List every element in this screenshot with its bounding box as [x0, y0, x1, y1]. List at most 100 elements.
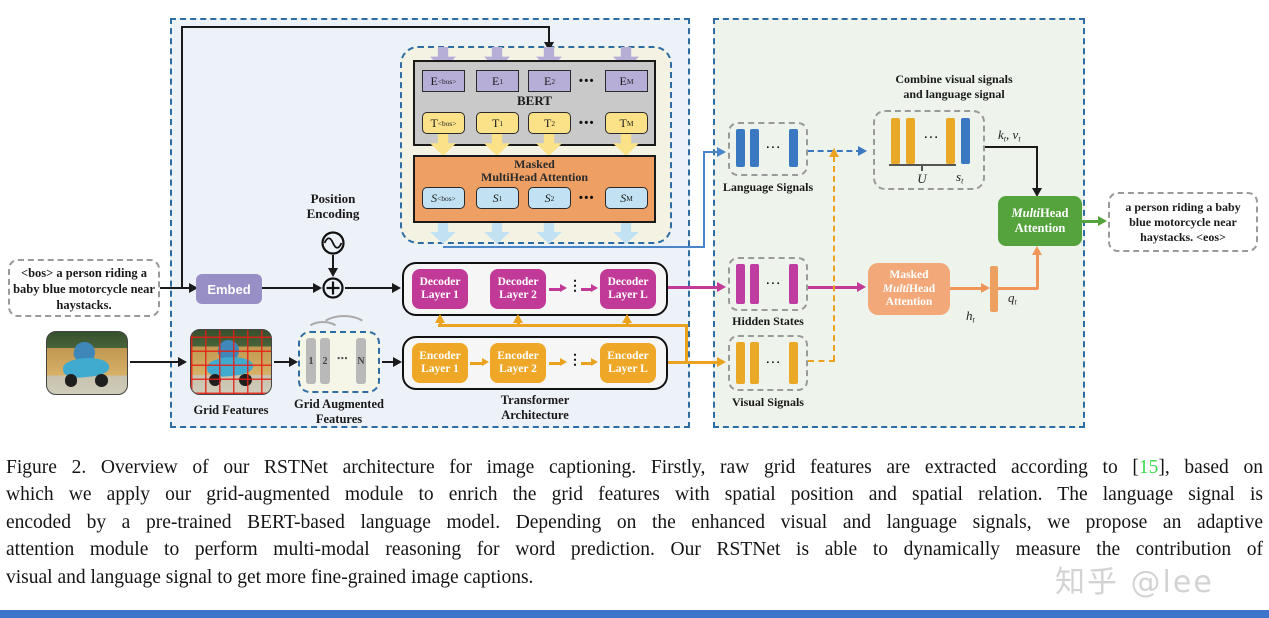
- qt-base: q: [1008, 290, 1015, 305]
- token-base: E: [619, 73, 627, 88]
- decoder-dots-arrowhead2: [591, 284, 598, 292]
- masked-right-line2: MultiHead: [868, 283, 950, 297]
- feedback-up-line: [517, 322, 520, 327]
- hidden-state-bars: ···: [736, 264, 798, 304]
- token-base: T: [619, 115, 627, 130]
- encoder-arrow1: [470, 362, 484, 365]
- kt-base: k: [998, 127, 1004, 142]
- language-signals-box: [728, 122, 808, 176]
- grid-features-image: [190, 329, 272, 395]
- t-token: T<bos>: [422, 112, 465, 134]
- token-sub: <bos>: [437, 76, 457, 86]
- ht-label: ht: [966, 308, 975, 325]
- decoder-label: Layer 1: [421, 289, 459, 301]
- ellipsis: ···: [924, 132, 940, 144]
- decoder-dots-arrow2: [581, 288, 593, 291]
- masked-multi: Multi: [882, 282, 909, 295]
- token-sub: 2: [550, 193, 555, 203]
- gridaug-arrow-line: [382, 361, 396, 363]
- transformer-label-line2: Architecture: [501, 408, 569, 422]
- photo-arrow-line: [130, 361, 180, 363]
- grid-feature-bar: 1: [306, 338, 316, 384]
- encoder-label: Encoder: [497, 350, 539, 362]
- grid-arrowhead: [289, 357, 298, 367]
- ellipsis: •••: [578, 192, 596, 204]
- visual-dashed-line-v: [833, 156, 835, 361]
- input-arrowhead: [189, 283, 198, 293]
- token-base: T: [543, 115, 552, 130]
- vt-sub: t: [1018, 134, 1021, 144]
- grid-feature-bar: 2: [320, 338, 330, 384]
- token-base: S: [620, 190, 627, 205]
- gridaug-arrowhead: [393, 357, 402, 367]
- combine-title-line2: and language signal: [903, 87, 1005, 101]
- encoder-label: Encoder: [419, 350, 461, 362]
- encoder-label: Encoder: [607, 350, 649, 362]
- position-label-line1: Position: [310, 191, 356, 206]
- signal-bar: [750, 264, 759, 304]
- combined-bar: [906, 118, 915, 164]
- decoder-label: Decoder: [607, 276, 649, 288]
- signal-bar: [789, 129, 798, 167]
- signal-bar: [789, 264, 798, 304]
- grid-augmented-label-line1: Grid Augmented: [294, 397, 384, 411]
- output-caption-box: a person riding a baby blue motorcycle n…: [1108, 192, 1258, 252]
- mha-multi: Multi: [1011, 206, 1041, 220]
- token-sub: <bos>: [437, 193, 456, 203]
- wheel-shape: [95, 374, 108, 387]
- decoder-label: Decoder: [497, 276, 539, 288]
- visual-dashed-arrowhead: [829, 148, 839, 157]
- token-base: S: [431, 190, 438, 205]
- kt-sub: t: [1003, 134, 1007, 144]
- embed-out-arrowhead: [313, 283, 322, 293]
- decoder-vdots: ⋮: [568, 279, 582, 294]
- qt-arrowhead: [1032, 246, 1042, 255]
- language-signal-line: [443, 246, 705, 248]
- qt-line-h: [998, 287, 1038, 290]
- signal-bar: [750, 129, 759, 167]
- ktvt-label: kt, vt: [998, 127, 1021, 144]
- language-dashed-arrowhead: [858, 146, 867, 156]
- feedback-up-line: [626, 322, 629, 327]
- visual-dashed-line-h: [808, 360, 835, 362]
- decoder-label: Decoder: [419, 276, 461, 288]
- masked-right-line3: Attention: [885, 296, 933, 308]
- combined-bar: [891, 118, 900, 164]
- photo-arrowhead: [178, 357, 187, 367]
- caption-line-1: Figure 2. Overview of our RSTNet archite…: [6, 457, 1263, 484]
- bert-input-arrowhead: [544, 42, 554, 51]
- figure-caption: Figure 2. Overview of our RSTNet archite…: [6, 457, 1263, 594]
- token-sub: 2: [551, 118, 556, 128]
- s-token: S<bos>: [422, 187, 465, 209]
- token-base: S: [544, 190, 551, 205]
- green-out-arrowhead: [1098, 216, 1107, 226]
- visual-signals-box: [728, 335, 808, 391]
- ht-bar: [990, 266, 998, 312]
- grid-features-label: Grid Features: [193, 403, 269, 417]
- ht-base: h: [966, 308, 973, 323]
- ellipsis: ···: [766, 142, 782, 154]
- masked-out-arrowhead: [981, 283, 990, 293]
- input-line: [160, 287, 194, 289]
- encoder-vdots: ⋮: [568, 353, 582, 368]
- input-caption-box: <bos> a person riding a baby blue motorc…: [8, 259, 160, 317]
- bottom-bar: [0, 610, 1269, 618]
- motorcycle-photo: [46, 331, 128, 395]
- combined-bar-language: [961, 118, 970, 164]
- masked-out-line: [950, 287, 984, 290]
- masked-right-line1: Masked: [889, 269, 929, 281]
